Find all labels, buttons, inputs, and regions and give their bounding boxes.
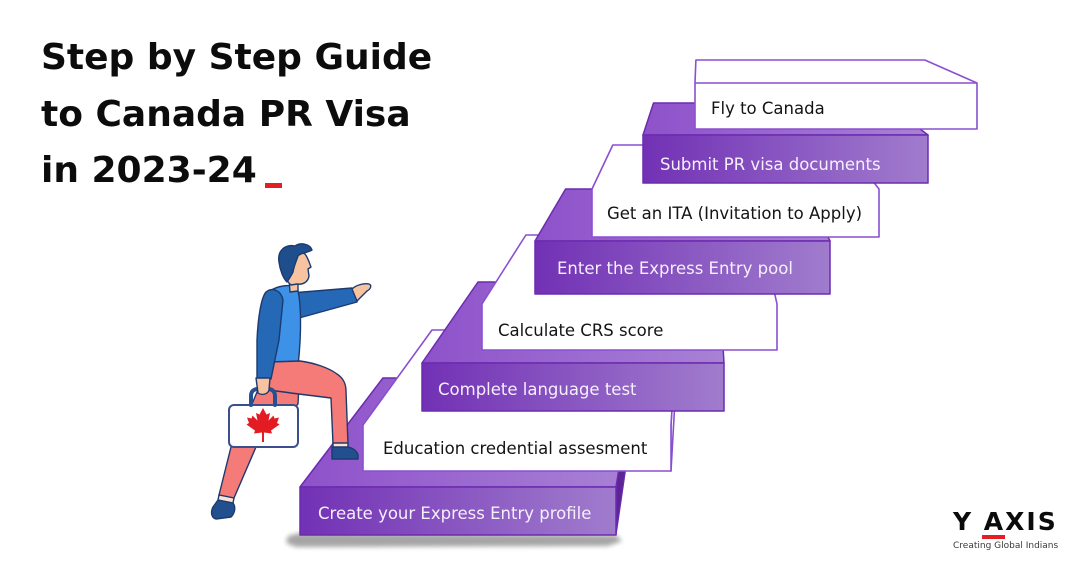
brand-logo: Y AXIS Creating Global Indians (953, 509, 1073, 559)
title-line-1: Step by Step Guide (41, 37, 433, 78)
person-hair (278, 243, 313, 283)
step-3-label: Complete language test (438, 380, 637, 399)
step-7-label: Submit PR visa documents (660, 155, 881, 174)
title-line-3-text: in 2023-24 (41, 150, 257, 191)
logo-accent-bar (982, 535, 1005, 539)
person-gripping-hand (255, 377, 271, 396)
person-front-leg (267, 360, 349, 445)
step-7-front-face (642, 134, 929, 184)
title-line-2: to Canada PR Visa (41, 93, 411, 135)
person-climbing-illustration (210, 243, 372, 520)
step-6-label: Get an ITA (Invitation to Apply) (607, 204, 862, 223)
step-1-label: Create your Express Entry profile (318, 504, 591, 523)
person-front-shoe (331, 446, 359, 460)
step-8: Fly to Canada (694, 59, 978, 130)
page-title: Step by Step Guide to Canada PR Visa in … (41, 30, 432, 200)
logo-tagline: Creating Global Indians (953, 540, 1059, 551)
staircase: Create your Express Entry profile Educat… (299, 59, 978, 536)
step-8-block (694, 59, 978, 130)
step-5-label: Enter the Express Entry pool (557, 259, 793, 278)
step-2-label: Education credential assesment (383, 439, 648, 458)
staircase-shadow (286, 533, 622, 547)
step-4-label: Calculate CRS score (498, 321, 663, 340)
step-1-front-face (299, 486, 617, 536)
title-line-3: in 2023-24 (41, 143, 432, 200)
person-back-shoe (210, 499, 236, 520)
person-reaching-hand (351, 283, 372, 302)
logo-wordmark: Y AXIS (953, 507, 1058, 536)
step-8-label: Fly to Canada (711, 99, 825, 118)
step-5-front-face (534, 240, 831, 295)
person-hanging-arm (256, 288, 284, 380)
title-cursor-accent (264, 183, 282, 188)
maple-leaf-icon (246, 408, 280, 442)
step-3-front-face (421, 362, 725, 412)
